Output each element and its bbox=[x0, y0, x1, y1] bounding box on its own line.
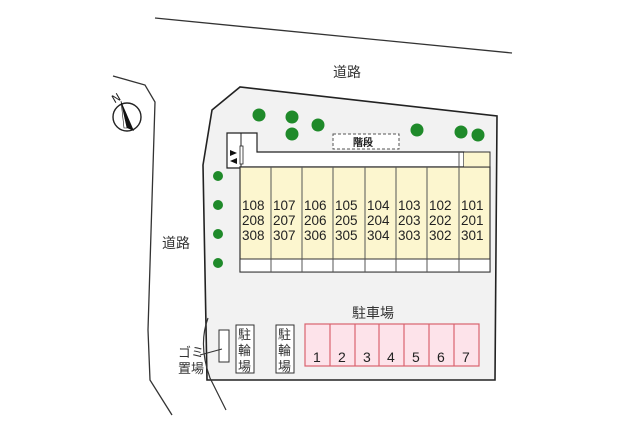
unit-305: 305 bbox=[335, 228, 358, 243]
unit-103: 103 bbox=[398, 198, 421, 213]
tree-icon bbox=[252, 108, 266, 122]
tree-icon bbox=[285, 127, 299, 141]
parking-space-6: 6 bbox=[437, 349, 445, 365]
unit-202: 202 bbox=[429, 213, 452, 228]
unit-303: 303 bbox=[398, 228, 421, 243]
parking-space-1: 1 bbox=[313, 349, 321, 365]
unit-101: 101 bbox=[461, 198, 484, 213]
unit-104: 104 bbox=[367, 198, 390, 213]
svg-text:輪: 輪 bbox=[278, 343, 291, 359]
parking-lot: 1 2 3 4 5 6 7 bbox=[304, 323, 480, 367]
road-label-left: 道路 bbox=[162, 236, 190, 252]
unit-307: 307 bbox=[273, 228, 296, 243]
boundary-curve bbox=[202, 317, 227, 411]
tree-icon bbox=[410, 123, 424, 137]
unit-201: 201 bbox=[461, 213, 484, 228]
parking-space-3: 3 bbox=[363, 349, 371, 365]
unit-308: 308 bbox=[242, 228, 265, 243]
road-edge-left bbox=[112, 75, 173, 416]
tree-icon bbox=[285, 110, 299, 124]
unit-206: 206 bbox=[304, 213, 327, 228]
unit-302: 302 bbox=[429, 228, 452, 243]
bicycle-parking-2: 駐 輪 場 bbox=[275, 324, 295, 375]
parking-space-4: 4 bbox=[387, 349, 395, 365]
svg-text:場: 場 bbox=[278, 360, 291, 375]
entrance-arrow-icon bbox=[230, 150, 237, 156]
tree-icon bbox=[213, 171, 223, 181]
svg-text:輪: 輪 bbox=[238, 343, 251, 359]
tree-icon bbox=[471, 128, 485, 142]
tree-icon bbox=[213, 258, 223, 268]
tree-icon bbox=[311, 118, 325, 132]
unit-108: 108 bbox=[242, 198, 265, 213]
parking-space-7: 7 bbox=[462, 349, 470, 365]
unit-304: 304 bbox=[367, 228, 390, 243]
entrance-arrow-icon bbox=[230, 158, 237, 164]
unit-207: 207 bbox=[273, 213, 296, 228]
garbage-area bbox=[218, 329, 230, 363]
stairs-label: 階段 bbox=[353, 136, 373, 149]
unit-105: 105 bbox=[335, 198, 358, 213]
unit-203: 203 bbox=[398, 213, 421, 228]
north-arrow-icon: N bbox=[110, 91, 142, 132]
trees bbox=[213, 108, 485, 268]
unit-301: 301 bbox=[461, 228, 484, 243]
unit-306: 306 bbox=[304, 228, 327, 243]
road-label-top: 道路 bbox=[333, 65, 361, 81]
svg-text:駐: 駐 bbox=[278, 328, 291, 343]
garbage-label: ゴミ bbox=[178, 345, 204, 361]
parking-space-5: 5 bbox=[412, 349, 420, 365]
tree-icon bbox=[213, 200, 223, 210]
garbage-label-2: 置場 bbox=[178, 362, 204, 377]
tree-icon bbox=[213, 229, 223, 239]
unit-107: 107 bbox=[273, 198, 296, 213]
unit-205: 205 bbox=[335, 213, 358, 228]
unit-106: 106 bbox=[304, 198, 327, 213]
svg-text:場: 場 bbox=[238, 360, 251, 375]
unit-208: 208 bbox=[242, 213, 265, 228]
unit-204: 204 bbox=[367, 213, 390, 228]
unit-102: 102 bbox=[429, 198, 452, 213]
road-edge-top bbox=[154, 17, 513, 54]
parking-space-2: 2 bbox=[338, 349, 346, 365]
bicycle-parking-1: 駐 輪 場 bbox=[235, 324, 255, 375]
svg-text:駐: 駐 bbox=[238, 328, 251, 343]
stairs-area bbox=[332, 133, 400, 150]
parking-label: 駐車場 bbox=[352, 305, 394, 322]
tree-icon bbox=[454, 125, 468, 139]
